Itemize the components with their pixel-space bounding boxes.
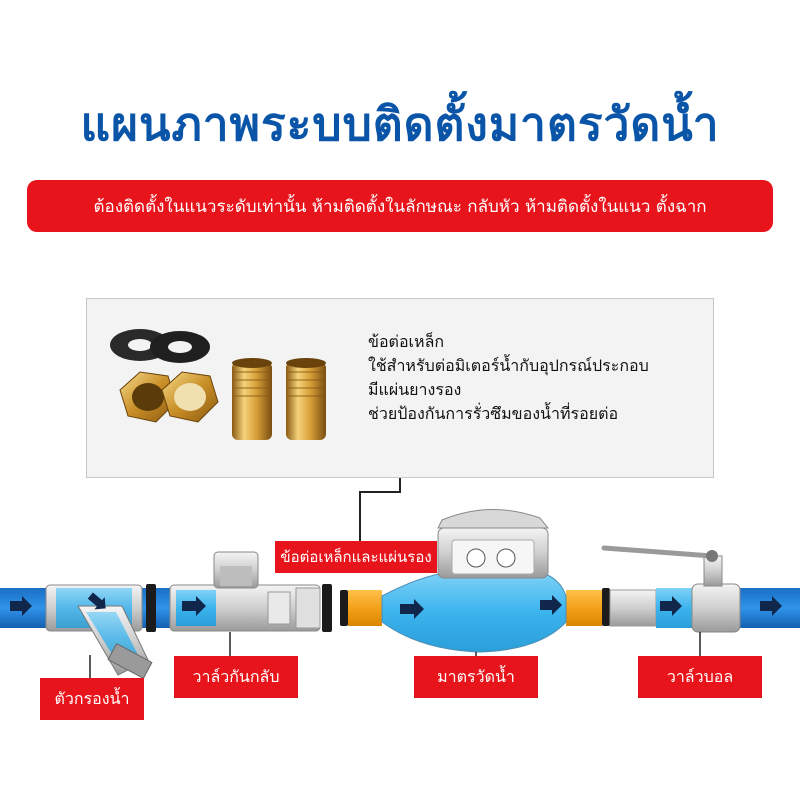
parts-line: ช่วยป้องกันการรั่วซึมของน้ำที่รอยต่อ (368, 404, 619, 423)
page-title: แผนภาพระบบติดตั้งมาตรวัดน้ำ (80, 97, 720, 151)
label-leader-lines (89, 632, 701, 678)
parts-description: ข้อต่อเหล็ก ใช้สำหรับต่อมิเตอร์น้ำกับอุป… (368, 330, 649, 426)
gasket-ring-icon (146, 584, 610, 632)
steel-connector (348, 588, 692, 628)
label-ball-valve: วาล์วบอล (638, 656, 762, 698)
parts-line: มีแผ่นยางรอง (368, 380, 462, 399)
parts-info-panel (86, 298, 714, 478)
label-water-filter: ตัวกรองน้ำ (40, 678, 144, 720)
ball-valve (601, 545, 741, 633)
water-filter (45, 584, 153, 680)
label-connector: ข้อต่อเหล็กและแผ่นรอง (275, 541, 437, 573)
parts-line: ใช้สำหรับต่อมิเตอร์น้ำกับอุปกรณ์ประกอบ (368, 356, 649, 375)
rubber-gasket-icon (110, 329, 210, 363)
brass-nipple-icon (232, 358, 326, 440)
parts-line: ข้อต่อเหล็ก (368, 332, 445, 351)
callout-leader-line (359, 478, 401, 560)
installation-warning-banner: ต้องติดตั้งในแนวระดับเท่านั้น ห้ามติดตั้… (27, 180, 773, 232)
water-meter (381, 508, 567, 653)
hex-nut-icon (119, 371, 219, 423)
label-check-valve: วาล์วกันกลับ (174, 656, 298, 698)
label-water-meter: มาตรวัดน้ำ (414, 656, 538, 698)
flow-arrow-icon (10, 596, 782, 616)
check-valve (169, 551, 321, 632)
